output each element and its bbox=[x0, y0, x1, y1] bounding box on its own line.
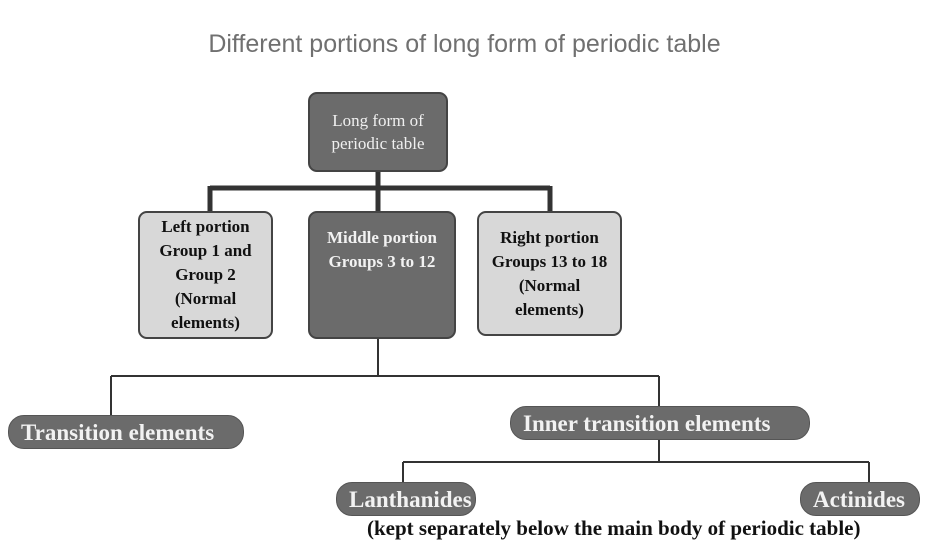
footnote: (kept separately below the main body of … bbox=[367, 516, 861, 540]
inner-connectors bbox=[402, 440, 870, 483]
transition-elements-node: Transition elements bbox=[8, 415, 244, 449]
actinides-node: Actinides bbox=[800, 482, 920, 516]
middle-connectors bbox=[110, 339, 660, 416]
root-label: Long form of periodic table bbox=[331, 111, 425, 153]
middle-portion-label: Middle portion Groups 3 to 12 bbox=[326, 228, 438, 271]
left-portion-label: Left portion Group 1 and Group 2 (Normal… bbox=[159, 217, 252, 332]
right-portion-label: Right portion Groups 13 to 18 (Normal el… bbox=[491, 227, 608, 319]
lanthanides-node: Lanthanides bbox=[336, 482, 476, 516]
right-portion-node: Right portion Groups 13 to 18 (Normal el… bbox=[477, 211, 622, 336]
left-portion-node: Left portion Group 1 and Group 2 (Normal… bbox=[138, 211, 273, 339]
root-node: Long form of periodic table bbox=[308, 92, 448, 172]
middle-portion-node: Middle portion Groups 3 to 12 bbox=[308, 211, 456, 339]
inner-transition-elements-node: Inner transition elements bbox=[510, 406, 810, 440]
diagram-title: Different portions of long form of perio… bbox=[208, 30, 721, 58]
root-connectors bbox=[207, 172, 553, 211]
